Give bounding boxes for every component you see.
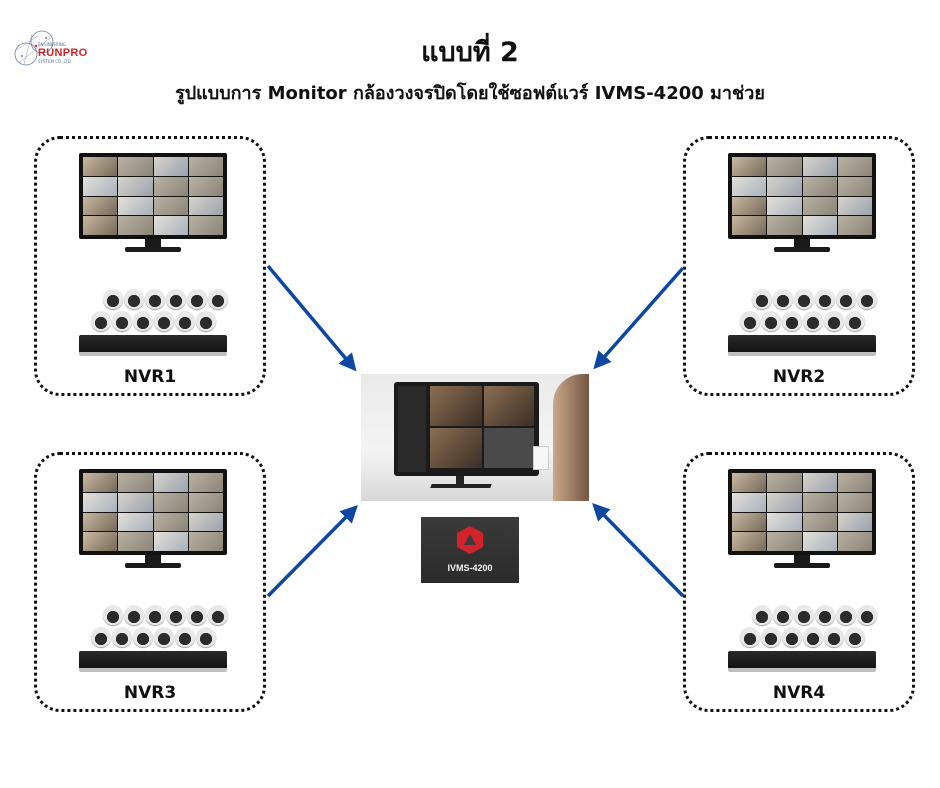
arrow-nvr3	[266, 505, 358, 598]
dome-camera-icon	[208, 289, 228, 309]
dome-camera-icon	[761, 311, 781, 331]
camera-kit-icon	[728, 605, 878, 673]
dome-camera-icon	[836, 289, 856, 309]
dome-camera-icon	[824, 627, 844, 647]
dome-camera-icon	[208, 605, 228, 625]
person-icon	[553, 374, 589, 501]
dome-camera-icon	[845, 311, 865, 331]
dome-camera-icon	[154, 627, 174, 647]
camera-kit-icon	[79, 289, 229, 357]
logo-tagline-top: ENGINEERING	[38, 42, 66, 47]
nvr-group-2: NVR2	[683, 136, 915, 396]
dome-camera-icon	[752, 289, 772, 309]
nvr-recorder-icon	[728, 335, 876, 356]
dome-camera-icon	[782, 627, 802, 647]
dome-camera-icon	[794, 289, 814, 309]
dome-camera-icon	[133, 311, 153, 331]
camera-kit-icon	[79, 605, 229, 673]
company-logo: ENGINEERING RUNPRO SYSTEM CO.,LTD.	[12, 28, 92, 72]
dome-camera-icon	[803, 311, 823, 331]
dome-camera-icon	[773, 605, 793, 625]
dome-camera-icon	[145, 289, 165, 309]
nvr-group-1: NVR1	[34, 136, 266, 396]
dome-camera-icon	[91, 311, 111, 331]
nvr-group-3: NVR3	[34, 452, 266, 712]
dome-camera-icon	[782, 311, 802, 331]
dome-camera-icon	[196, 627, 216, 647]
cup-icon	[533, 446, 549, 470]
dome-camera-icon	[133, 627, 153, 647]
dome-camera-icon	[857, 605, 877, 625]
arrow-nvr1	[266, 264, 357, 372]
dome-camera-icon	[196, 311, 216, 331]
monitor-icon	[728, 153, 876, 253]
dome-camera-icon	[187, 605, 207, 625]
camera-kit-icon	[728, 289, 878, 357]
page-subtitle: รูปแบบการ Monitor กล้องวงจรปิดโดยใช้ซอฟต…	[175, 83, 765, 104]
workstation-photo	[361, 374, 589, 501]
logo-name: RUNPRO	[38, 47, 88, 59]
dome-camera-icon	[124, 605, 144, 625]
dome-camera-icon	[752, 605, 772, 625]
nvr-label: NVR1	[123, 367, 177, 387]
dome-camera-icon	[145, 605, 165, 625]
ivms-hexagon-icon	[457, 526, 483, 554]
dome-camera-icon	[112, 627, 132, 647]
nvr-recorder-icon	[728, 651, 876, 672]
arrow-nvr2	[593, 266, 685, 370]
dome-camera-icon	[175, 627, 195, 647]
network-globe-icon	[14, 30, 54, 66]
dome-camera-icon	[815, 605, 835, 625]
dome-camera-icon	[166, 289, 186, 309]
nvr-label: NVR3	[123, 683, 177, 703]
dome-camera-icon	[175, 311, 195, 331]
dome-camera-icon	[103, 605, 123, 625]
monitor-icon	[728, 469, 876, 569]
logo-tagline-bottom: SYSTEM CO.,LTD.	[38, 59, 73, 64]
arrow-nvr4	[592, 502, 685, 598]
page-title: แบบที่ 2	[421, 37, 519, 68]
dome-camera-icon	[845, 627, 865, 647]
dome-camera-icon	[154, 311, 174, 331]
dome-camera-icon	[166, 605, 186, 625]
dome-camera-icon	[794, 605, 814, 625]
dome-camera-icon	[124, 289, 144, 309]
workstation-monitor-icon	[394, 382, 539, 476]
ivms-4200-logo: IVMS-4200	[421, 517, 519, 583]
nvr-recorder-icon	[79, 651, 227, 672]
nvr-recorder-icon	[79, 335, 227, 356]
dome-camera-icon	[824, 311, 844, 331]
dome-camera-icon	[836, 605, 856, 625]
dome-camera-icon	[91, 627, 111, 647]
dome-camera-icon	[815, 289, 835, 309]
dome-camera-icon	[112, 311, 132, 331]
dome-camera-icon	[761, 627, 781, 647]
dome-camera-icon	[187, 289, 207, 309]
dome-camera-icon	[803, 627, 823, 647]
nvr-label: NVR2	[772, 367, 826, 387]
nvr-label: NVR4	[772, 683, 826, 703]
monitor-icon	[79, 469, 227, 569]
nvr-group-4: NVR4	[683, 452, 915, 712]
dome-camera-icon	[103, 289, 123, 309]
monitor-icon	[79, 153, 227, 253]
dome-camera-icon	[740, 627, 760, 647]
ivms-label: IVMS-4200	[447, 563, 493, 573]
dome-camera-icon	[773, 289, 793, 309]
dome-camera-icon	[740, 311, 760, 331]
dome-camera-icon	[857, 289, 877, 309]
